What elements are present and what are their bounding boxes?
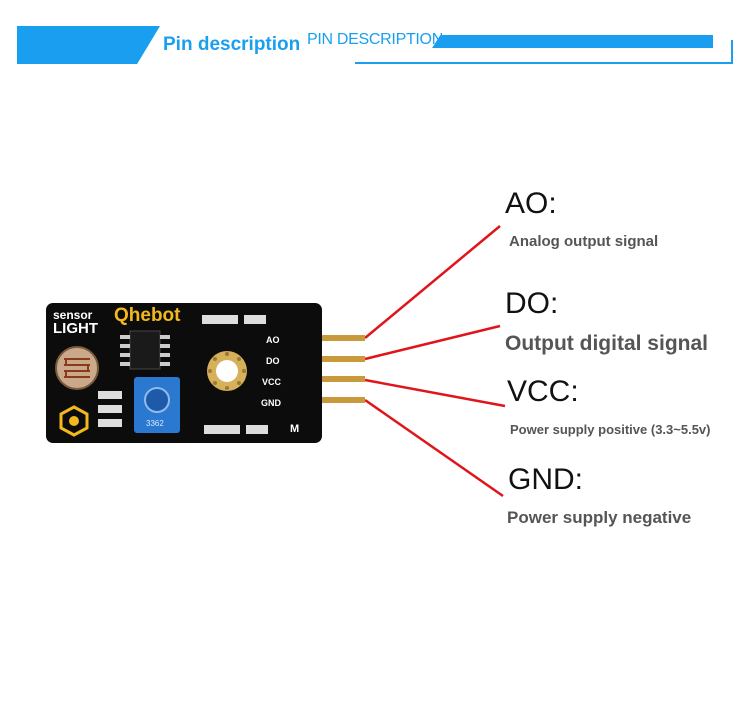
smd-resistor bbox=[98, 391, 122, 399]
potentiometer: 3362 bbox=[134, 377, 180, 433]
page-subtitle: PIN DESCRIPTION bbox=[307, 31, 443, 48]
pin-desc-do: Output digital signal bbox=[505, 332, 708, 355]
wire-gnd bbox=[364, 398, 504, 498]
smd-resistor bbox=[98, 419, 122, 427]
wire-ao bbox=[364, 225, 501, 339]
pot-marking: 3362 bbox=[146, 419, 164, 428]
header-pin-ao bbox=[310, 335, 365, 341]
header-frame-line bbox=[731, 40, 733, 63]
smd-component bbox=[202, 315, 238, 324]
pin-name-ao: AO: bbox=[505, 187, 557, 220]
sensor-board: sensor LIGHT Qhebot 3362 AO D bbox=[46, 303, 322, 443]
board-pin-label-vcc: VCC bbox=[262, 377, 282, 387]
mounting-hole-icon bbox=[207, 351, 247, 391]
pin-name-do: DO: bbox=[505, 287, 559, 320]
header-underline bbox=[355, 62, 733, 64]
page-title: Pin description bbox=[163, 34, 301, 55]
light-label: LIGHT bbox=[53, 320, 98, 337]
smd-led bbox=[246, 425, 268, 434]
pin-desc-ao: Analog output signal bbox=[509, 233, 659, 250]
smd-resistor bbox=[98, 405, 122, 413]
board-pin-label-do: DO bbox=[266, 356, 280, 366]
pin-name-vcc: VCC: bbox=[507, 375, 579, 408]
pin-name-gnd: GND: bbox=[508, 463, 583, 496]
sensor-label: sensor bbox=[53, 308, 93, 322]
smd-led bbox=[244, 315, 266, 324]
potentiometer-knob-icon bbox=[144, 387, 170, 413]
pin-desc-vcc: Power supply positive (3.3~5.5v) bbox=[510, 422, 711, 437]
wire-do bbox=[364, 324, 501, 361]
board-pin-label-ao: AO bbox=[266, 335, 280, 345]
header-accent-block bbox=[17, 26, 160, 64]
header-pin-gnd bbox=[310, 397, 365, 403]
photoresistor-icon bbox=[55, 346, 99, 390]
hexagon-logo-icon bbox=[59, 405, 89, 437]
ic-chip-icon bbox=[120, 330, 170, 370]
header-pin-do bbox=[310, 356, 365, 362]
board-pin-label-gnd: GND bbox=[261, 398, 281, 408]
side-mark: M bbox=[290, 423, 300, 435]
header-accent-bar bbox=[432, 35, 713, 48]
header-pin-vcc bbox=[310, 376, 365, 382]
smd-component bbox=[204, 425, 240, 434]
wire-vcc bbox=[364, 378, 506, 408]
pin-desc-gnd: Power supply negative bbox=[507, 508, 692, 527]
brand-logo: Qhebot bbox=[114, 305, 181, 326]
